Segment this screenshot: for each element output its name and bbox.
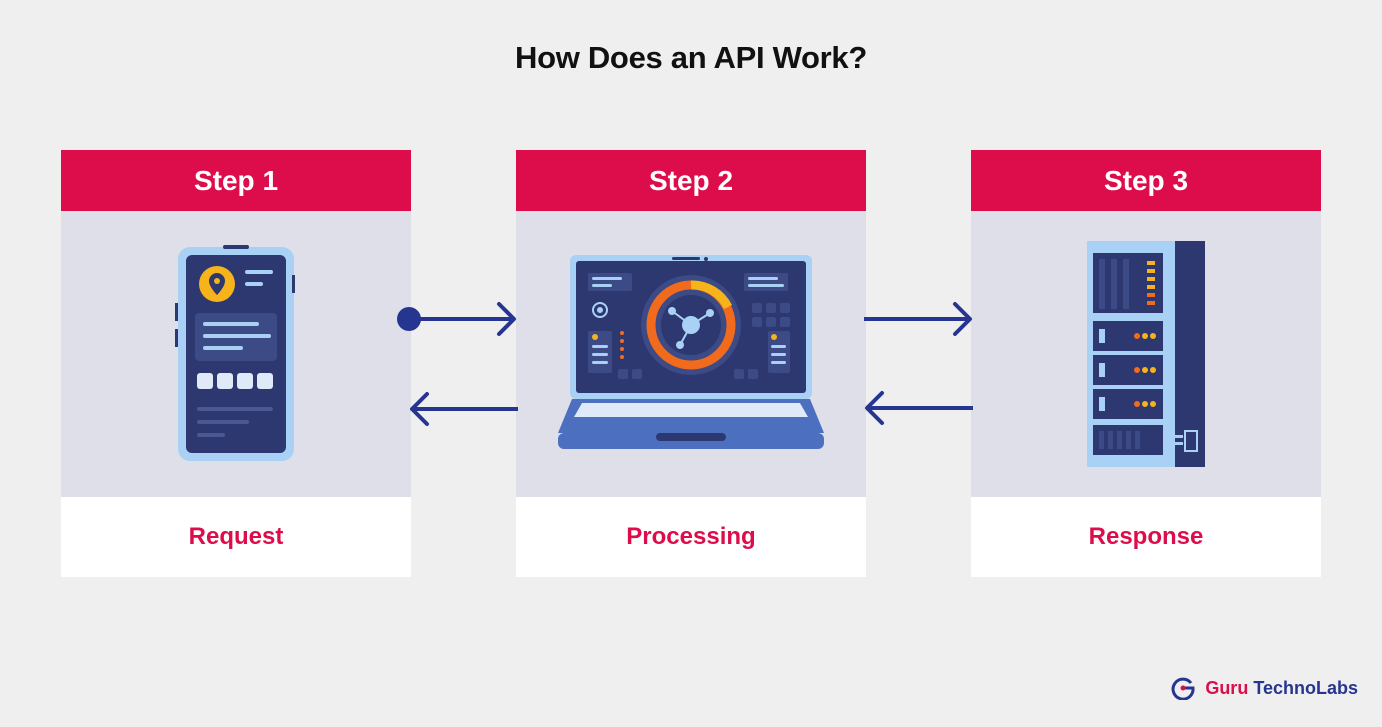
step-3-panel	[971, 211, 1321, 497]
request-arrow-right	[397, 302, 516, 336]
diagram-title: How Does an API Work?	[515, 40, 867, 75]
step-1-panel	[61, 211, 411, 497]
smartphone-icon	[175, 245, 295, 461]
brand-name-part1: Guru	[1205, 677, 1254, 698]
server-icon	[1087, 241, 1205, 467]
server-unit	[1093, 355, 1163, 385]
response-arrow-left	[865, 391, 973, 425]
forward-arrow-right	[864, 302, 972, 336]
brand-name: Guru TechnoLabs	[1205, 678, 1358, 699]
return-arrow-left	[410, 392, 518, 426]
server-unit	[1093, 321, 1163, 351]
laptop-icon	[558, 255, 824, 449]
step-2-header: Step 2	[516, 150, 866, 211]
step-3-header: Step 3	[971, 150, 1321, 211]
step-1-card: Step 1 Request	[61, 150, 411, 577]
step-1-header: Step 1	[61, 150, 411, 211]
step-2-panel	[516, 211, 866, 497]
brand-name-part2: TechnoLabs	[1253, 677, 1358, 698]
step-3-card: Step 3	[971, 150, 1321, 577]
step-2-caption: Processing	[516, 497, 866, 577]
step-1-caption: Request	[61, 497, 411, 577]
brand-mark-icon	[1171, 677, 1195, 700]
brand-logo: Guru TechnoLabs	[1171, 676, 1358, 700]
server-unit	[1093, 389, 1163, 419]
step-2-card: Step 2	[516, 150, 866, 577]
step-3-caption: Response	[971, 497, 1321, 577]
